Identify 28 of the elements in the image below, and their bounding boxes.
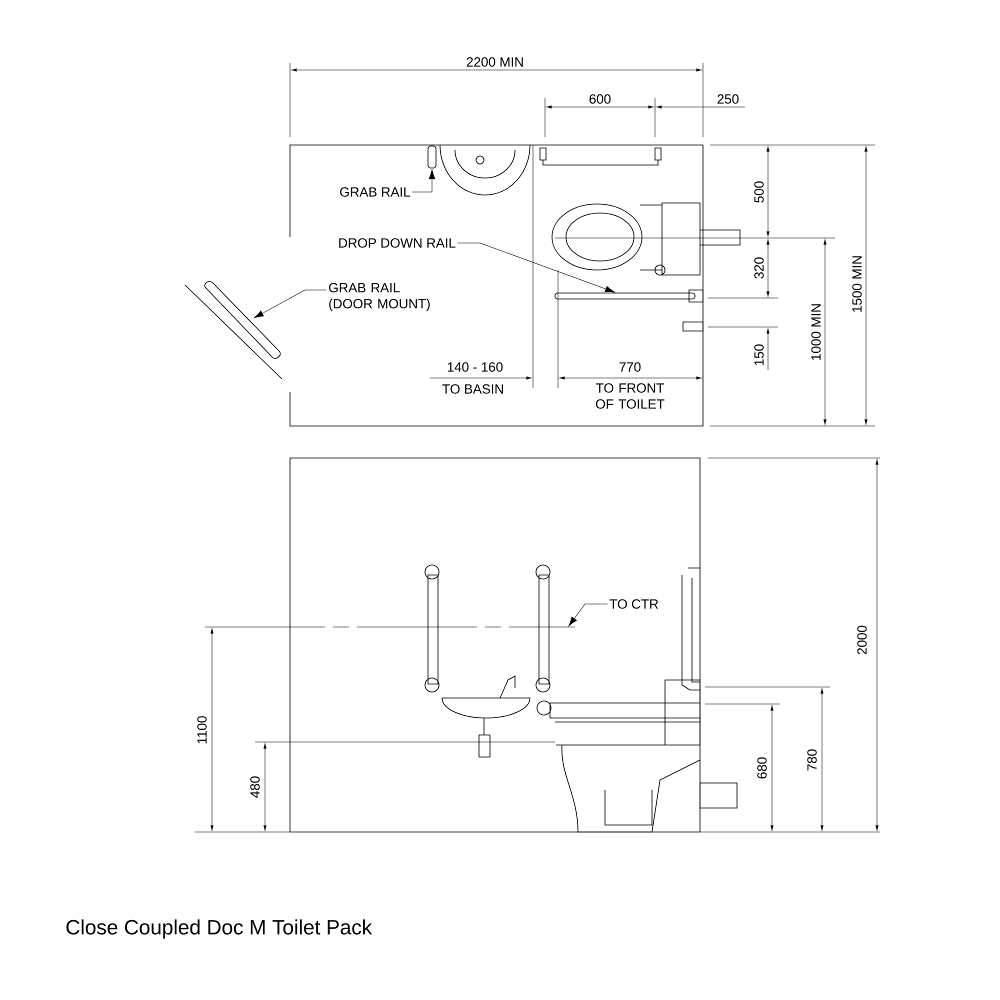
dimension-label: 140 - 160 [448,362,503,372]
callout-label: GRAB RAIL (DOOR MOUNT) [329,282,430,312]
dimension-label: 2200 MIN [466,57,523,67]
dimension-label: TO FRONT OF TOILET [596,383,664,409]
dimension-label: 250 [718,94,739,104]
dimension-label: 680 [757,757,767,778]
dimension-label: 780 [807,749,817,770]
dimension-label: 1500 MIN [852,256,862,312]
dimension-label: TO BASIN [442,384,503,394]
callout-label: DROP DOWN RAIL [339,238,456,248]
dimension-label: 2000 [857,626,867,654]
grab-rail [204,281,281,359]
callout-label: TO CTR [610,599,658,609]
dimension-label: 1000 MIN [811,304,821,360]
dimension-label: 1100 [197,716,207,744]
dimension-label: 770 [620,362,641,372]
leader-line [457,242,615,292]
dimension-label: 500 [754,181,764,203]
dimension-label: 480 [250,776,260,798]
dimension-label: 600 [590,94,611,104]
caption: Close Coupled Doc M Toilet Pack [66,919,372,939]
leader-line [412,169,436,192]
grab-rail [554,292,696,300]
callout-label: GRAB RAIL [340,187,410,197]
leader-line [568,604,608,626]
dimension-label: 320 [754,257,764,279]
dimension-label: 150 [754,344,764,366]
leader-line [254,290,327,318]
